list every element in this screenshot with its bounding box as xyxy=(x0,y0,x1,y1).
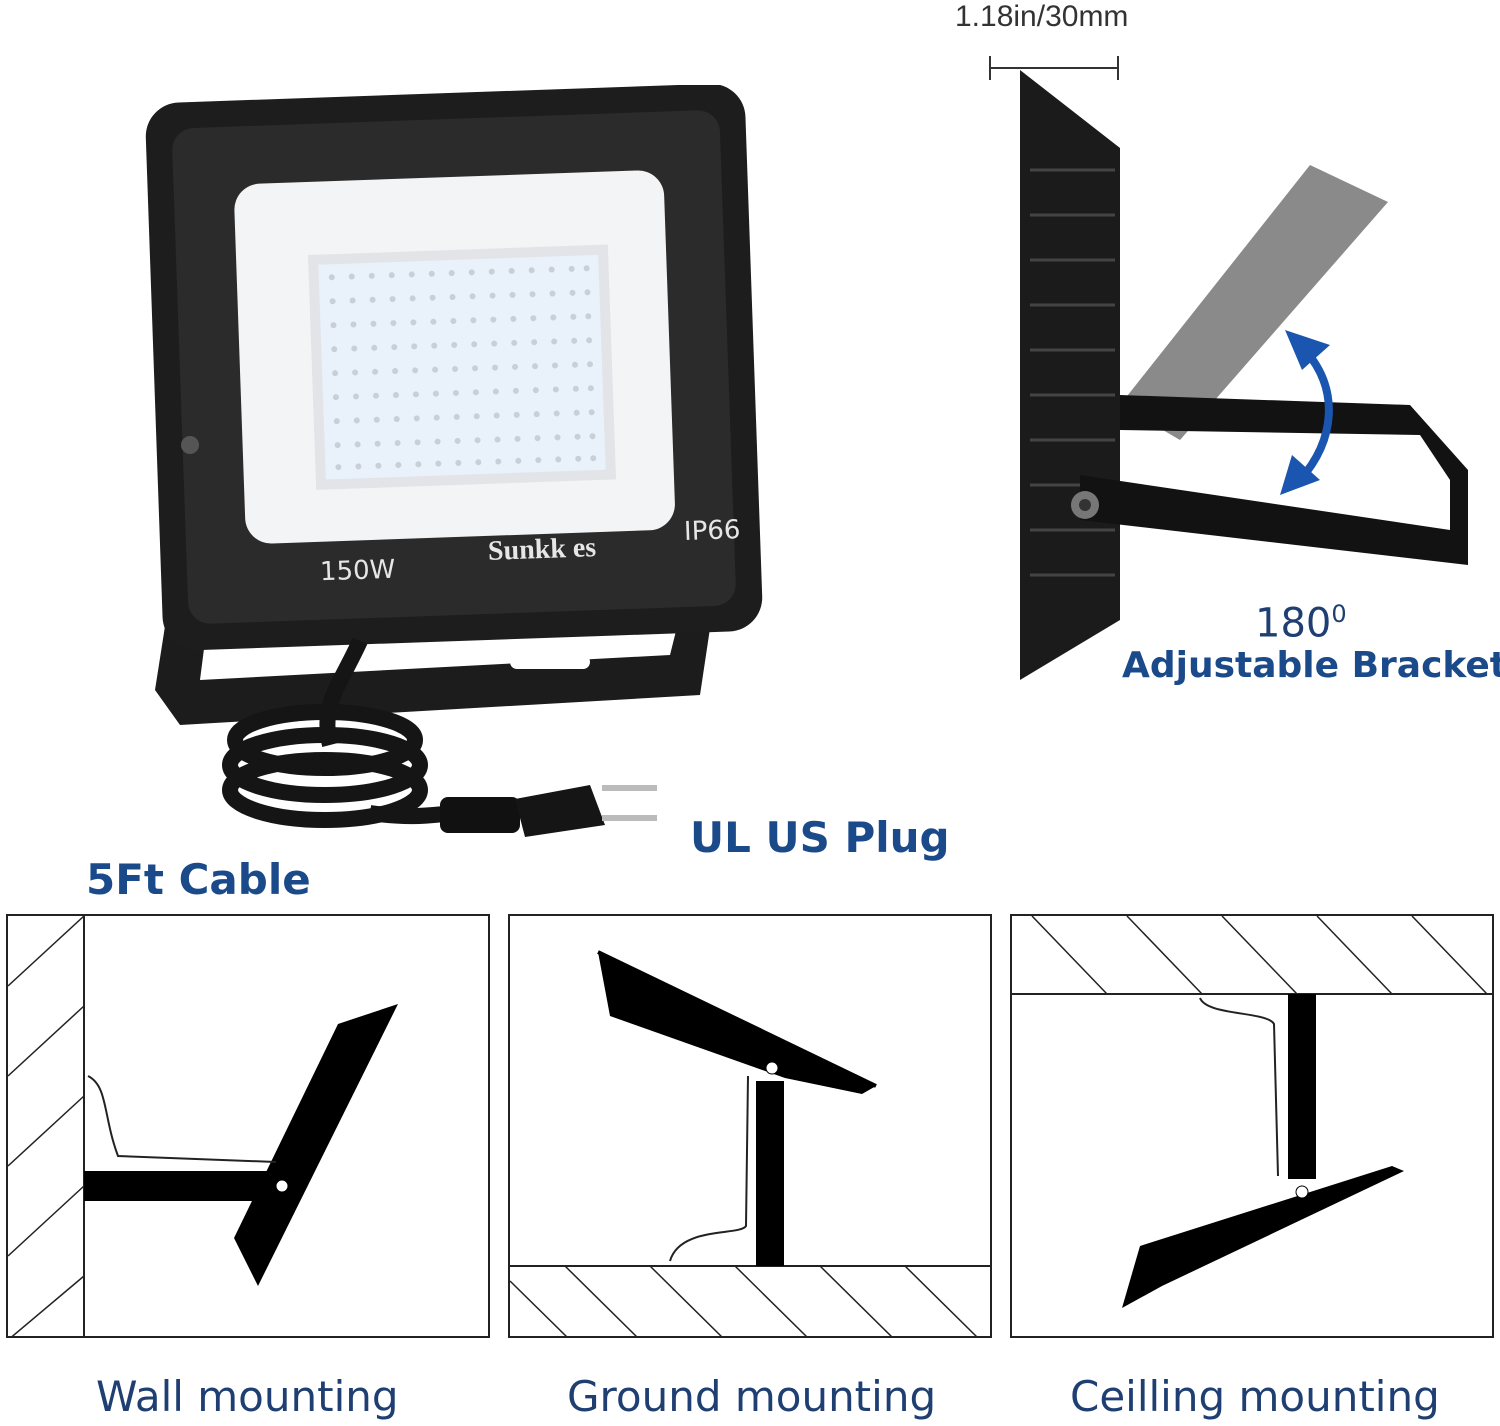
cable-label: 5Ft Cable xyxy=(86,855,311,904)
wall-mounting-caption: Wall mounting xyxy=(96,1372,399,1421)
ip-rating-label: IP66 xyxy=(683,515,741,547)
side-view xyxy=(980,40,1490,690)
side-view-illustration xyxy=(989,56,1468,680)
cable-coil xyxy=(222,637,461,828)
ground-mounting-caption: Ground mounting xyxy=(567,1372,937,1421)
wattage-label: 150W xyxy=(319,554,396,588)
floodlight-front-view xyxy=(140,85,820,865)
angle-unit: 0 xyxy=(1331,600,1347,628)
ceiling-mounting-diagram xyxy=(1012,916,1492,1308)
floodlight-front-illustration xyxy=(145,85,763,837)
brand-label: Sunkk es xyxy=(487,532,597,567)
bracket-label: Adjustable Bracket xyxy=(1122,645,1500,686)
led-array xyxy=(318,254,606,480)
plug-label: UL US Plug xyxy=(690,813,950,862)
wall-mounting-panel xyxy=(6,914,490,1338)
ground-mounting-panel xyxy=(508,914,992,1338)
angle-label: 1800 xyxy=(1255,600,1347,646)
plug-shape xyxy=(440,785,657,837)
ceiling-mounting-panel xyxy=(1010,914,1494,1338)
thickness-label: 1.18in/30mm xyxy=(955,0,1129,33)
rotation-arrow-icon xyxy=(1296,347,1333,483)
wall-mounting-diagram xyxy=(8,916,398,1336)
ground-mounting-diagram xyxy=(510,950,990,1336)
ceiling-mounting-caption: Ceilling mounting xyxy=(1070,1372,1440,1421)
angle-value: 180 xyxy=(1255,600,1332,647)
